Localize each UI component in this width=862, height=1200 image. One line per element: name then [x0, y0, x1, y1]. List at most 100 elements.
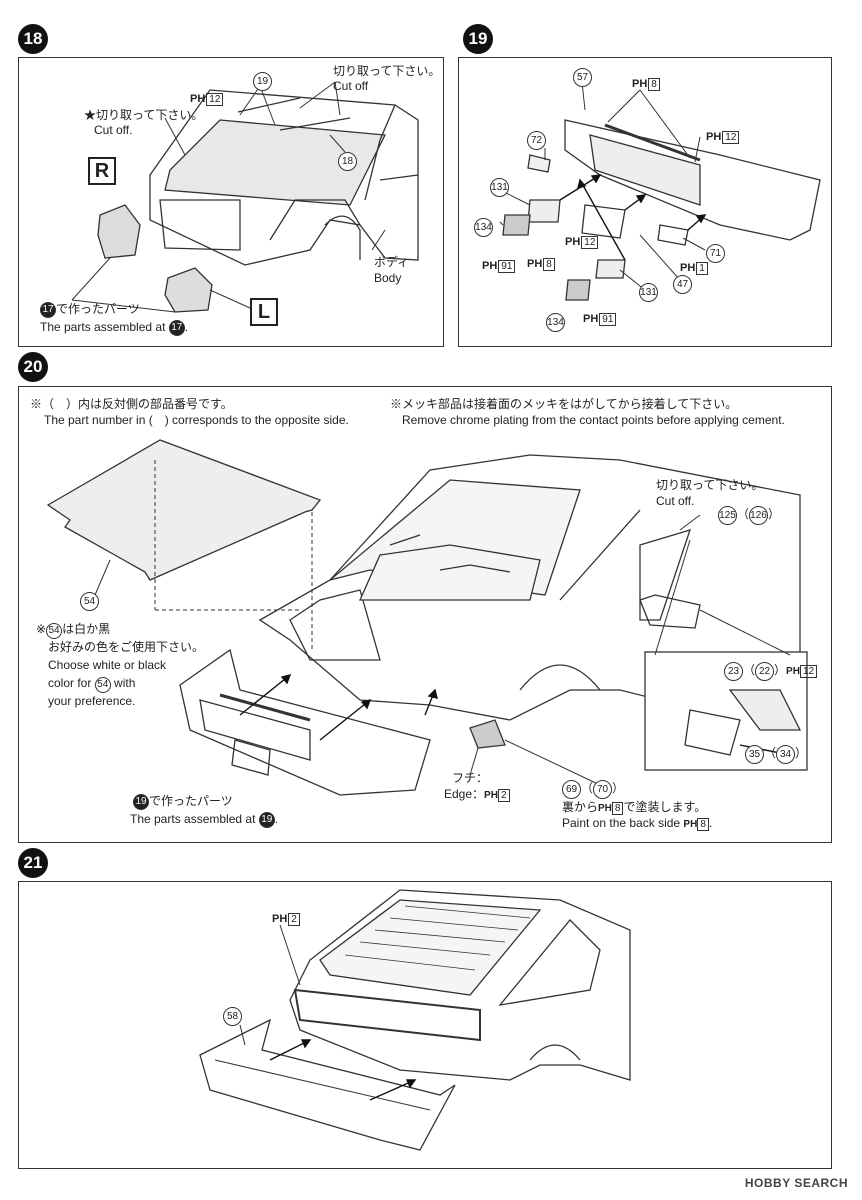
body-jp: ボディ	[374, 255, 410, 269]
part-131-b: 131	[639, 283, 658, 302]
ph-number: 2	[497, 789, 510, 802]
ph-prefix: PH	[527, 258, 543, 270]
ph-number: 1	[696, 262, 708, 275]
ph-prefix: PH	[598, 803, 612, 814]
ph-prefix: PH	[706, 131, 722, 143]
pillar-cut-en: Cut off.	[656, 494, 695, 508]
ph-number: 8	[648, 78, 660, 91]
cut-off-jp: 切り取って下さい。	[333, 64, 441, 78]
color-note-en3: your preference.	[48, 694, 136, 708]
step-number: 18	[23, 29, 43, 48]
paint-back-jp-tail: で塗装します。	[623, 800, 707, 814]
parts19-jp-text: で作ったパーツ	[149, 794, 233, 809]
part-23: 23	[724, 662, 743, 681]
color-note-en1: Choose white or black	[48, 658, 167, 672]
step-ref-badge: 19	[258, 812, 275, 828]
ph-prefix: PH	[583, 313, 599, 325]
step-number: 19	[468, 29, 488, 48]
parts17-en-text: The parts assembled at	[40, 320, 166, 335]
mirror-glass-label: 35（34）	[745, 745, 807, 764]
ph-prefix: PH	[272, 913, 288, 925]
part-47: 47	[673, 275, 692, 294]
paint-back-jp-text: 裏から	[562, 800, 599, 814]
parts19-en: The parts assembled at 19.	[130, 812, 279, 828]
color-note-jp1-text: は白か黒	[62, 622, 111, 636]
ph-number: 12	[722, 131, 740, 144]
step-21-panel	[18, 881, 832, 1169]
ph-prefix: PH	[565, 236, 581, 248]
parts17-en: The parts assembled at 17.	[40, 320, 189, 336]
color-note-mark: ※	[36, 622, 47, 636]
ph-prefix: PH	[482, 260, 498, 272]
ph-number: 8	[697, 818, 709, 831]
ph-prefix: PH	[484, 790, 498, 801]
part-71: 71	[706, 244, 725, 263]
step-20-panel	[18, 386, 832, 843]
step-19-badge: 19	[463, 24, 493, 54]
part-18-callout: 18	[338, 152, 357, 171]
part-69-70: 69（70）	[562, 780, 624, 799]
part-54-ref: 54	[94, 677, 111, 693]
part-131-a: 131	[490, 178, 509, 197]
cut-off-en: Cut off	[333, 79, 369, 93]
part-34: 34	[776, 745, 796, 764]
ph-number: 12	[799, 665, 818, 678]
color-note-en2-text: color for	[48, 676, 92, 690]
part-35: 35	[745, 745, 764, 764]
part-57: 57	[573, 68, 592, 87]
ph-prefix: PH	[190, 93, 206, 105]
color-note-en2: color for 54 with	[48, 676, 135, 693]
step-20-badge: 20	[18, 352, 48, 382]
step-21-badge: 21	[18, 848, 48, 878]
note-chrome-jp: ※メッキ部品は接着面のメッキをはがしてから接着して下さい。	[390, 397, 738, 411]
ph-prefix: PH	[786, 666, 800, 677]
step-18-badge: 18	[18, 24, 48, 54]
step-number: 20	[23, 357, 43, 376]
part-72: 72	[527, 131, 546, 150]
step-number: 21	[23, 853, 43, 872]
star-cut-off-jp: ★切り取って下さい。	[84, 108, 204, 122]
part-54-ref: 54	[46, 623, 63, 639]
part-126: 126	[749, 506, 769, 525]
step-ref-badge: 17	[40, 302, 56, 318]
parts19-en-text: The parts assembled at	[130, 812, 256, 827]
paint-back-en-text: Paint on the back side	[562, 816, 681, 830]
note-opposite-en: The part number in ( ) corresponds to th…	[44, 413, 349, 427]
ph-number: 12	[581, 236, 599, 249]
ph-number: 12	[206, 93, 224, 106]
step-ref-badge: 19	[133, 794, 149, 810]
part-70: 70	[593, 780, 613, 799]
ph-number: 91	[599, 313, 617, 326]
label-left: L	[250, 298, 278, 326]
ph-number: 8	[543, 258, 555, 271]
ph-prefix: PH	[680, 262, 696, 274]
step-ref-badge: 17	[168, 320, 185, 336]
step-19-panel	[458, 57, 832, 347]
ph-number: 91	[498, 260, 516, 273]
part-54-callout: 54	[80, 592, 99, 611]
part-19-callout: 19	[253, 72, 272, 91]
pillar-cut-jp: 切り取って下さい。	[656, 478, 764, 492]
part-134-a: 134	[474, 218, 493, 237]
edge-jp: フチ：	[452, 771, 489, 785]
part-134-b: 134	[546, 313, 565, 332]
star-cut-off-en: Cut off.	[94, 123, 133, 137]
parts17-jp-text: で作ったパーツ	[56, 302, 140, 317]
ph-prefix: PH	[632, 78, 648, 90]
note-chrome-en: Remove chrome plating from the contact p…	[402, 413, 785, 427]
note-opposite-jp: ※（ ）内は反対側の部品番号です。	[30, 397, 233, 411]
